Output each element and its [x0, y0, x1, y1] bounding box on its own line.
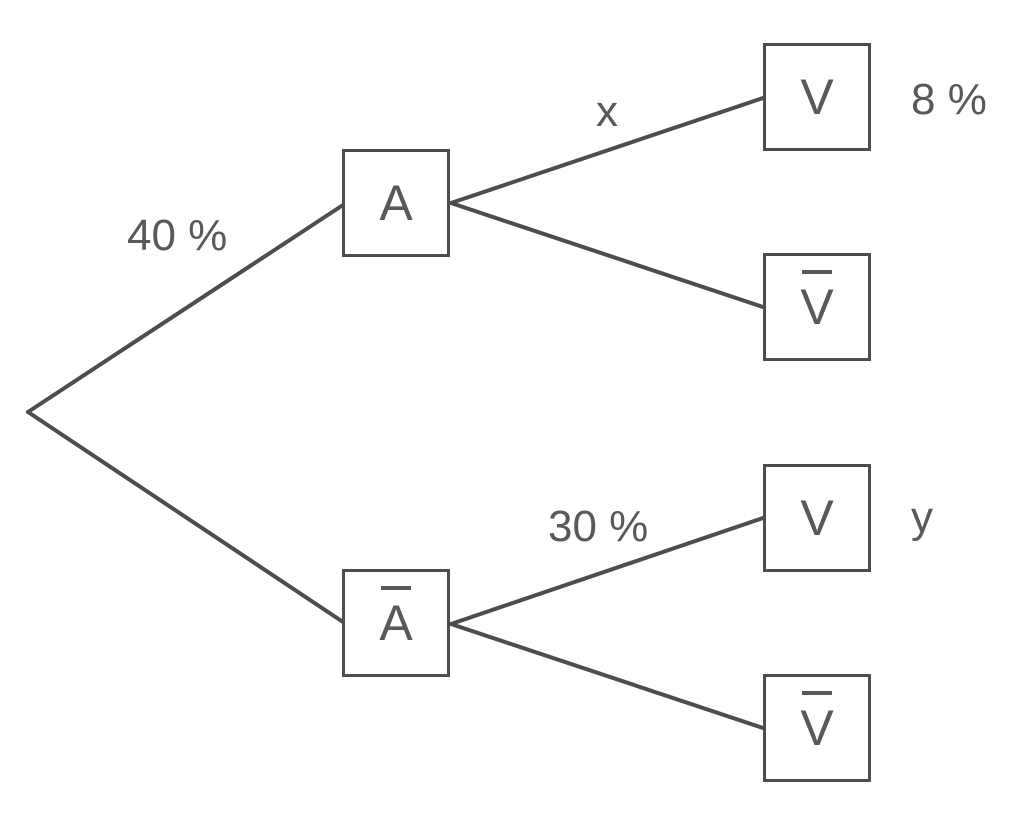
node-a-v: V [763, 43, 871, 151]
leaf-label-a-v: 8 % [911, 75, 987, 124]
node-a: A [342, 149, 450, 257]
node-a-bar-v-bar: V [763, 674, 871, 782]
branch-a-to-v [449, 96, 765, 205]
edge-label-a-to-v: x [596, 87, 618, 136]
edge-label-a-bar-to-v: 30 % [548, 502, 649, 551]
node-a-v-label: V [800, 69, 834, 125]
edge-label-root-to-a: 40 % [127, 211, 228, 260]
node-a-v-bar: V [763, 253, 871, 361]
node-a-label: A [379, 175, 413, 231]
node-a-bar-v: V [763, 464, 871, 572]
node-a-bar: A [342, 569, 450, 677]
branch-a-to-v-bar [449, 201, 765, 309]
branch-root-to-a [26, 203, 345, 414]
leaf-label-a-bar-v: y [911, 493, 933, 542]
node-a-bar-v-label: V [800, 490, 834, 546]
branch-a-bar-to-v [449, 516, 765, 626]
branch-a-bar-to-v-bar [449, 622, 765, 730]
node-a-v-bar-label: V [800, 270, 834, 335]
node-a-bar-label: A [379, 586, 413, 651]
branch-root-to-a-bar [26, 410, 345, 624]
node-a-bar-v-bar-label: V [800, 691, 834, 756]
